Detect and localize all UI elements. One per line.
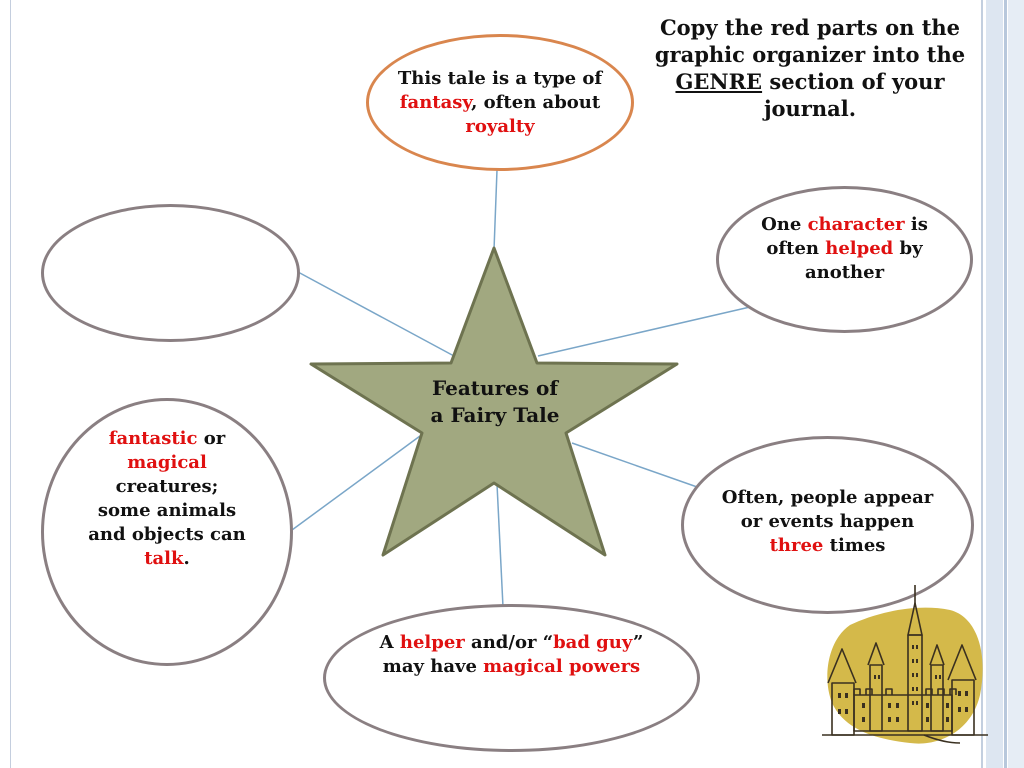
instruction-text: Copy the red parts on the graphic organi…: [640, 14, 980, 122]
highlight-royalty: royalty: [465, 116, 534, 137]
highlight-character: character: [808, 214, 905, 235]
connector-line: [572, 443, 700, 488]
highlight-fantasy: fantasy: [400, 92, 471, 113]
highlight-magical-powers: magical powers: [483, 656, 640, 677]
bubble-lower-right-text: Often, people appear or events happen th…: [716, 486, 939, 558]
bubble-top-text: This tale is a type of fantasy, often ab…: [393, 67, 607, 139]
bubble-upper-right: One character is often helped by another: [716, 186, 973, 333]
highlight-helper: helper: [400, 632, 465, 653]
bubble-bottom-text: A helper and/or “bad guy” may have magic…: [362, 631, 661, 679]
genre-word: GENRE: [675, 69, 762, 94]
highlight-bad-guy: bad guy: [553, 632, 633, 653]
highlight-magical: magical: [127, 452, 207, 473]
highlight-fantastic: fantastic: [109, 428, 198, 449]
bubble-upper-left-empty: [41, 204, 300, 342]
highlight-three: three: [770, 535, 824, 556]
connector-line: [538, 307, 750, 356]
bubble-lower-left: fantastic or magical creatures; some ani…: [41, 398, 293, 666]
instruction-text-start: Copy the red parts on the graphic organi…: [655, 15, 965, 67]
bubble-upper-right-text: One character is often helped by another: [749, 213, 940, 285]
castle-icon: [820, 585, 990, 755]
highlight-helped: helped: [825, 238, 893, 259]
bubble-lower-left-text: fantastic or magical creatures; some ani…: [88, 427, 246, 571]
connector-line: [494, 170, 497, 250]
highlight-talk: talk: [144, 548, 183, 569]
connector-line: [298, 272, 454, 356]
bubble-top: This tale is a type of fantasy, often ab…: [366, 34, 634, 171]
instruction-text-end: section of your journal.: [762, 69, 944, 121]
center-label: Features of a Fairy Tale: [425, 375, 565, 429]
bubble-bottom: A helper and/or “bad guy” may have magic…: [323, 604, 700, 752]
connector-line: [497, 484, 503, 607]
